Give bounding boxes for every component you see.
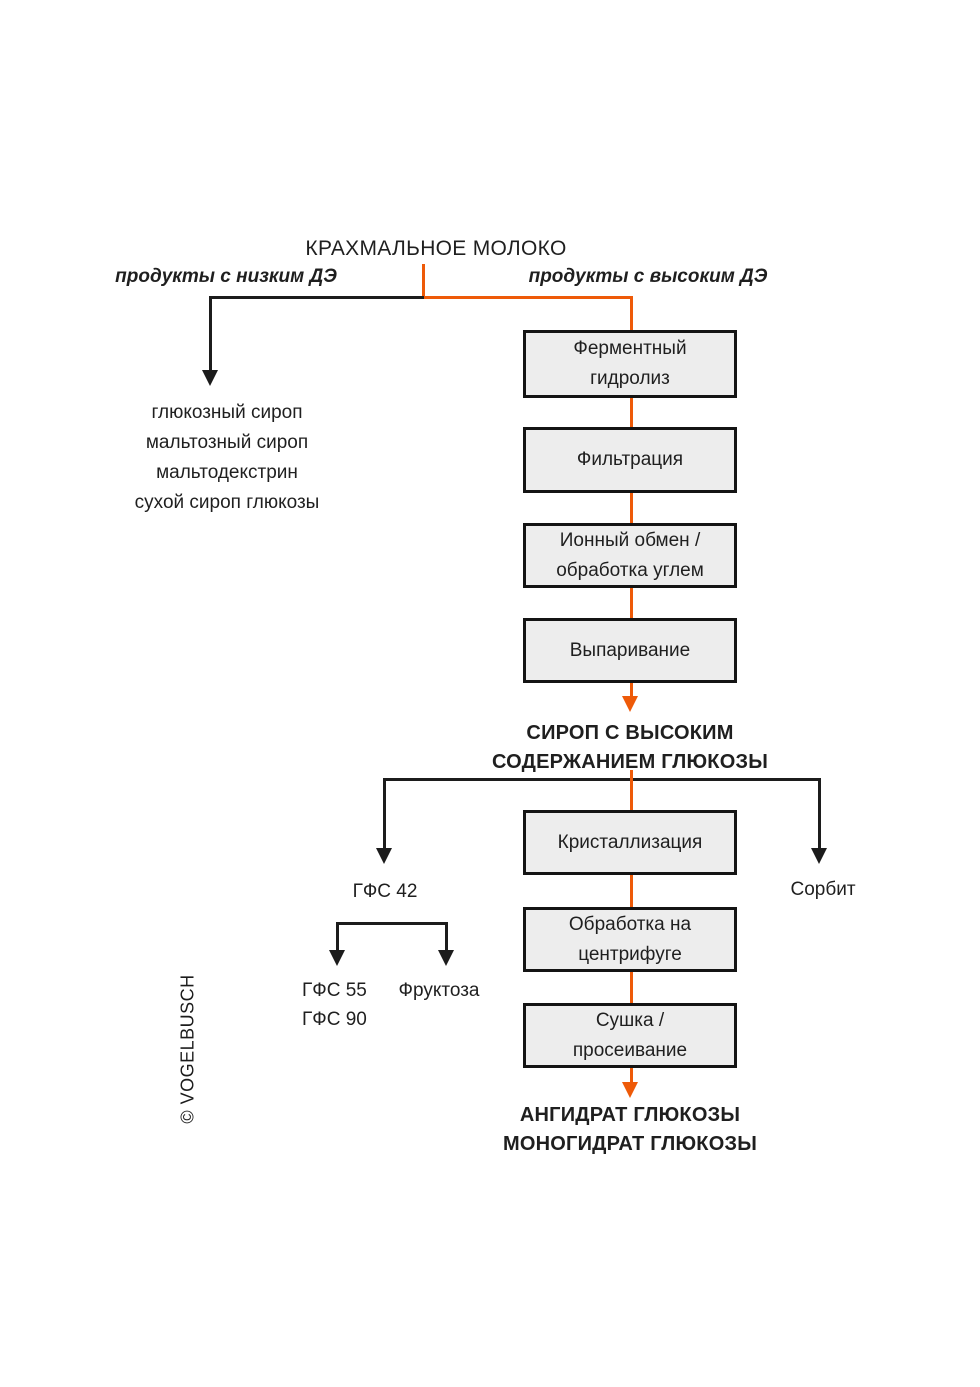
low-de-product-list: глюкозный сироп мальтозный сироп мальтод… — [134, 402, 320, 513]
output-sorbitol-label: Сорбит — [790, 879, 856, 900]
arrow-down-icon — [811, 848, 827, 864]
arrow-down-icon — [622, 1082, 638, 1098]
process-box-ion-exchange: Ионный обмен / обработка углем — [523, 523, 737, 588]
connector-sorbitol-vertical — [818, 778, 821, 848]
process-box-drying-sieving: Сушка / просеивание — [523, 1003, 737, 1068]
connector-title-stub — [422, 264, 425, 297]
branch-label-low-de: продукты с низким ДЭ — [115, 266, 337, 287]
connector-box7-final — [630, 1068, 633, 1083]
connector-box1-box2 — [630, 398, 633, 427]
connector-low-de-vertical — [209, 296, 212, 370]
connector-box4-syrup — [630, 683, 633, 698]
process-box-centrifuge: Обработка на центрифуге — [523, 907, 737, 972]
arrow-down-icon — [329, 950, 345, 966]
connector-gfs-bracket — [336, 922, 448, 925]
output-gfs55-gfs90-label: ГФС 55 ГФС 90 — [302, 980, 367, 1030]
output-gfs42-label: ГФС 42 — [352, 881, 418, 902]
connector-syrup-crystallization — [630, 770, 633, 810]
connector-gfs-bracket-right — [445, 922, 448, 952]
arrow-down-icon — [376, 848, 392, 864]
source-title: КРАХМАЛЬНОЕ МОЛОКО — [305, 237, 567, 260]
connector-box5-box6 — [630, 875, 633, 907]
process-box-enzymatic-hydrolysis: Ферментный гидролиз — [523, 330, 737, 398]
final-product-label: АНГИДРАТ ГЛЮКОЗЫ МОНОГИДРАТ ГЛЮКОЗЫ — [503, 1104, 757, 1155]
intermediate-product-label: СИРОП С ВЫСОКИМ СОДЕРЖАНИЕМ ГЛЮКОЗЫ — [492, 722, 768, 773]
process-box-filtration: Фильтрация — [523, 427, 737, 493]
branch-label-high-de: продукты с высоким ДЭ — [528, 266, 768, 287]
arrow-down-icon — [622, 696, 638, 712]
arrow-down-icon — [438, 950, 454, 966]
connector-split-right — [424, 296, 632, 299]
connector-box3-box4 — [630, 588, 633, 618]
connector-box6-box7 — [630, 972, 633, 1003]
arrow-down-icon — [202, 370, 218, 386]
output-fructose-label: Фруктоза — [398, 980, 480, 1001]
copyright-vogelbusch: © VOGELBUSCH — [177, 974, 198, 1124]
connector-second-split — [383, 778, 820, 781]
connector-gfs-bracket-left — [336, 922, 339, 952]
process-box-crystallization: Кристаллизация — [523, 810, 737, 875]
connector-split-left — [209, 296, 424, 299]
connector-high-de-vertical — [630, 296, 633, 330]
connector-box2-box3 — [630, 493, 633, 523]
process-box-evaporation: Выпаривание — [523, 618, 737, 683]
connector-gfs42-vertical — [383, 778, 386, 848]
